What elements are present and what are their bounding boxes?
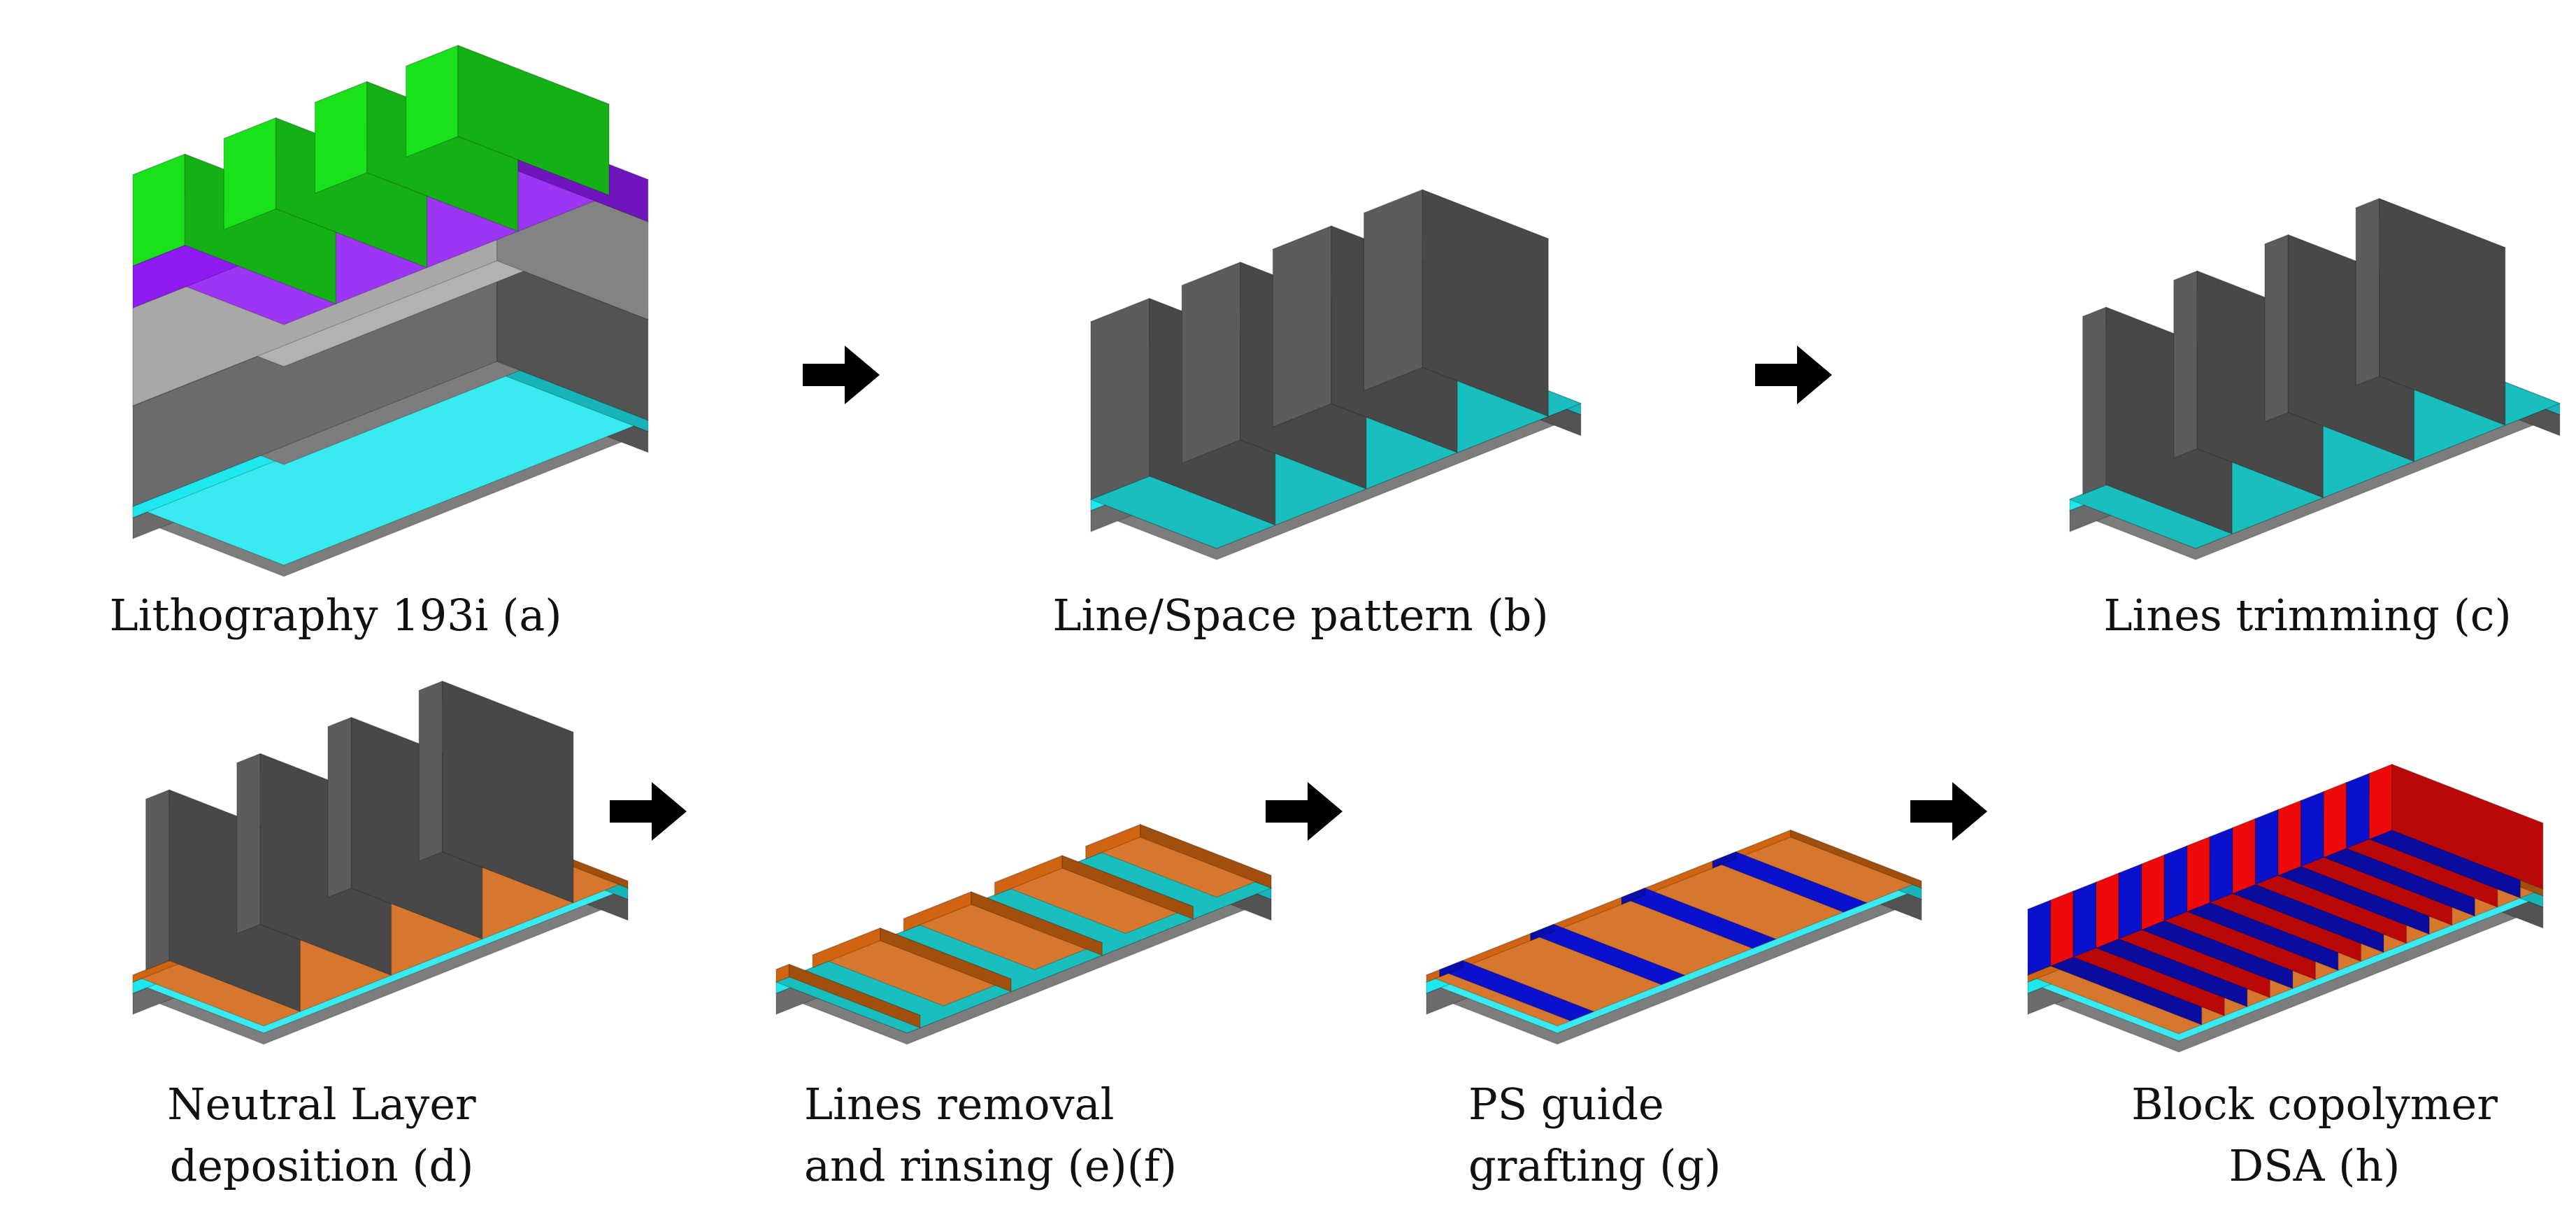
lamella-8-front <box>2187 836 2211 913</box>
caption-panel-h: Block copolymer DSA (h) <box>2070 1074 2559 1197</box>
caption-line: deposition (d) <box>169 1140 474 1191</box>
right-arrow-icon <box>1266 782 1343 841</box>
caption-panel-e: Lines removal and rinsing (e)(f) <box>741 1074 1259 1197</box>
lamella-12-front <box>2277 800 2302 876</box>
lamella-1-front <box>2027 900 2052 976</box>
neutral-strip-4-side <box>1061 855 1194 920</box>
pattern-line-1-front <box>1090 297 1150 500</box>
caption-panel-b: Line/Space pattern (b) <box>1007 585 1594 646</box>
lamella-10-front <box>2232 818 2256 895</box>
neutral-layer-side <box>1790 830 1922 889</box>
resist-line-4-side <box>457 45 610 196</box>
right-arrow-icon <box>1910 782 1987 841</box>
caption-line: Lines trimming (c) <box>2103 590 2512 641</box>
panel-e-lines-removal <box>775 824 1272 1045</box>
coated-line-4-side <box>441 681 574 904</box>
panel-g-ps-guide-grafting <box>1426 830 1922 1045</box>
process-arrows <box>610 346 1987 841</box>
caption-panel-c: Lines trimming (c) <box>2042 585 2573 646</box>
lamella-3-front <box>2073 881 2097 958</box>
lamella-15-front <box>2345 773 2370 849</box>
trimmed-line-4-front <box>2355 198 2380 386</box>
caption-panel-g: PS guide grafting (g) <box>1405 1074 1825 1197</box>
caption-line: Neutral Layer <box>167 1079 476 1130</box>
right-arrow-icon <box>803 346 880 404</box>
panel-b-line-space-pattern <box>1090 189 1582 560</box>
lamella-4-front <box>2095 872 2119 949</box>
caption-line: Block copolymer <box>2131 1079 2498 1130</box>
lamella-5-front <box>2118 863 2142 939</box>
neutral-strip-5-side <box>1140 824 1272 889</box>
lamella-11-front <box>2254 809 2279 886</box>
ps-guide-edge-2 <box>1530 923 1555 942</box>
lamella-9-front <box>2209 827 2233 904</box>
lamella-16-front <box>2368 764 2393 840</box>
ps-guide-edge-1 <box>1438 960 1464 978</box>
neutral-strip-2-side <box>880 928 1012 993</box>
caption-line: and rinsing (e)(f) <box>804 1140 1178 1191</box>
lamella-2-front <box>2049 890 2074 967</box>
coated-line-1-front <box>145 789 170 971</box>
coated-line-3-front <box>327 716 352 898</box>
caption-panel-d: Neutral Layer deposition (d) <box>84 1074 559 1197</box>
ps-guide-stripe-3 <box>1621 887 1777 949</box>
trimmed-line-4-side <box>2378 198 2506 426</box>
lamella-14-front <box>2323 781 2347 858</box>
caption-line: DSA (h) <box>2228 1140 2400 1191</box>
ps-guide-edge-4 <box>1712 851 1737 869</box>
neutral-strip-3-side <box>971 891 1103 956</box>
trimmed-line-1-front <box>2082 306 2107 495</box>
lamella-7-front <box>2163 845 2188 922</box>
caption-line: Lines removal <box>804 1079 1115 1130</box>
coated-line-4-front <box>418 681 443 862</box>
lamella-6-front <box>2141 854 2166 931</box>
pattern-line-4-side <box>1422 189 1550 418</box>
ps-guide-edge-3 <box>1621 887 1646 905</box>
lamella-16-side <box>2391 764 2544 890</box>
trimmed-line-3-front <box>2264 234 2289 422</box>
panel-a-lithography-stack <box>132 45 649 577</box>
trimmed-line-2-front <box>2173 270 2198 459</box>
caption-line: grafting (g) <box>1468 1140 1722 1191</box>
lamella-13-front <box>2300 790 2324 867</box>
right-arrow-icon <box>610 782 687 841</box>
panel-c-lines-trimming <box>2069 198 2561 560</box>
ps-guide-stripe-2 <box>1530 923 1686 986</box>
caption-line: Line/Space pattern (b) <box>1052 590 1549 641</box>
right-arrow-icon <box>1755 346 1832 404</box>
pattern-line-4-front <box>1363 189 1424 392</box>
panel-h-block-copolymer-dsa <box>2027 764 2544 1053</box>
panel-d-neutral-layer-deposition <box>132 681 629 1045</box>
caption-line: PS guide <box>1468 1079 1664 1130</box>
neutral-strip-1-side <box>788 963 921 1029</box>
pattern-line-2-front <box>1181 262 1241 464</box>
coated-line-2-front <box>236 753 262 935</box>
pattern-line-3-front <box>1272 225 1332 428</box>
caption-line: Lithography 193i (a) <box>109 590 562 641</box>
caption-panel-a: Lithography 193i (a) <box>56 585 615 646</box>
